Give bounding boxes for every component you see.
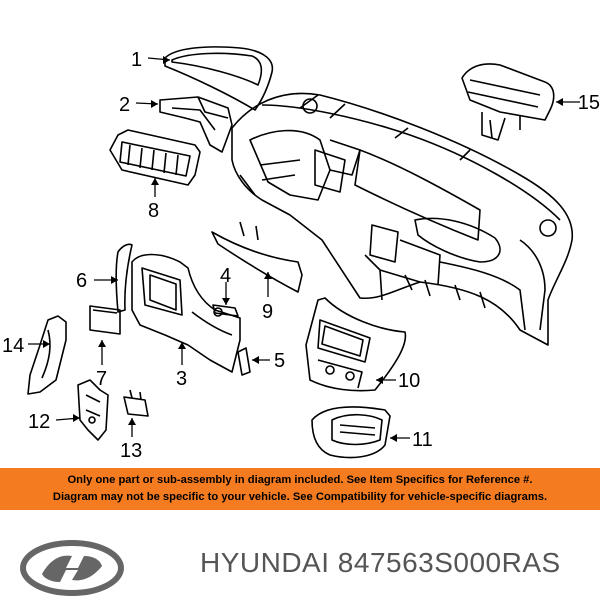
part-5-clip bbox=[237, 347, 251, 376]
parts-diagram: 1 2 8 6 4 9 14 7 3 5 10 12 13 11 15 bbox=[2, 46, 600, 462]
disclaimer-line-2: Diagram may not be specific to your vehi… bbox=[52, 491, 548, 503]
part-number-line: HYUNDAI 847563S000RAS bbox=[200, 547, 561, 579]
part-11-storage-bin bbox=[311, 406, 391, 459]
callout-15: 15 bbox=[578, 92, 600, 114]
disclaimer-line-1: Only one part or sub-assembly in diagram… bbox=[67, 474, 533, 486]
callout-14: 14 bbox=[2, 335, 24, 357]
part-4-clip bbox=[212, 304, 239, 317]
callout-9: 9 bbox=[262, 301, 273, 323]
part-9-lower-bracket bbox=[211, 221, 303, 293]
callout-7: 7 bbox=[96, 368, 107, 390]
callout-3: 3 bbox=[176, 368, 187, 390]
leader-lines bbox=[28, 57, 580, 439]
disclaimer-banner: Only one part or sub-assembly in diagram… bbox=[0, 468, 600, 510]
callout-12: 12 bbox=[28, 411, 50, 433]
hyundai-logo-icon bbox=[20, 540, 124, 596]
callout-8: 8 bbox=[148, 200, 159, 222]
callout-6: 6 bbox=[76, 270, 87, 292]
callout-13: 13 bbox=[120, 440, 142, 462]
part-6-trim-strip bbox=[115, 243, 133, 313]
callout-4: 4 bbox=[220, 265, 231, 287]
callout-1: 1 bbox=[131, 49, 142, 71]
part-10-center-console bbox=[305, 297, 407, 392]
part-15-airbag-module bbox=[461, 63, 555, 141]
callout-5: 5 bbox=[274, 350, 285, 372]
part-14-side-panel bbox=[27, 315, 67, 395]
dashboard-main-panel bbox=[231, 92, 574, 346]
part-3-lower-panel bbox=[131, 253, 241, 373]
part-2-bracket bbox=[159, 96, 233, 153]
part-number: 847563S000RAS bbox=[337, 547, 561, 578]
part-13-small-bracket bbox=[123, 389, 149, 417]
leader-arrowheads bbox=[43, 56, 563, 442]
part-12-bracket bbox=[77, 379, 109, 441]
callout-10: 10 bbox=[398, 370, 420, 392]
part-7-cover bbox=[89, 305, 121, 335]
part-1-dash-top-cover bbox=[164, 46, 274, 111]
callout-2: 2 bbox=[119, 94, 130, 116]
brand-name: HYUNDAI bbox=[200, 547, 330, 578]
part-8-air-vent bbox=[109, 129, 201, 186]
callout-11: 11 bbox=[412, 429, 433, 451]
